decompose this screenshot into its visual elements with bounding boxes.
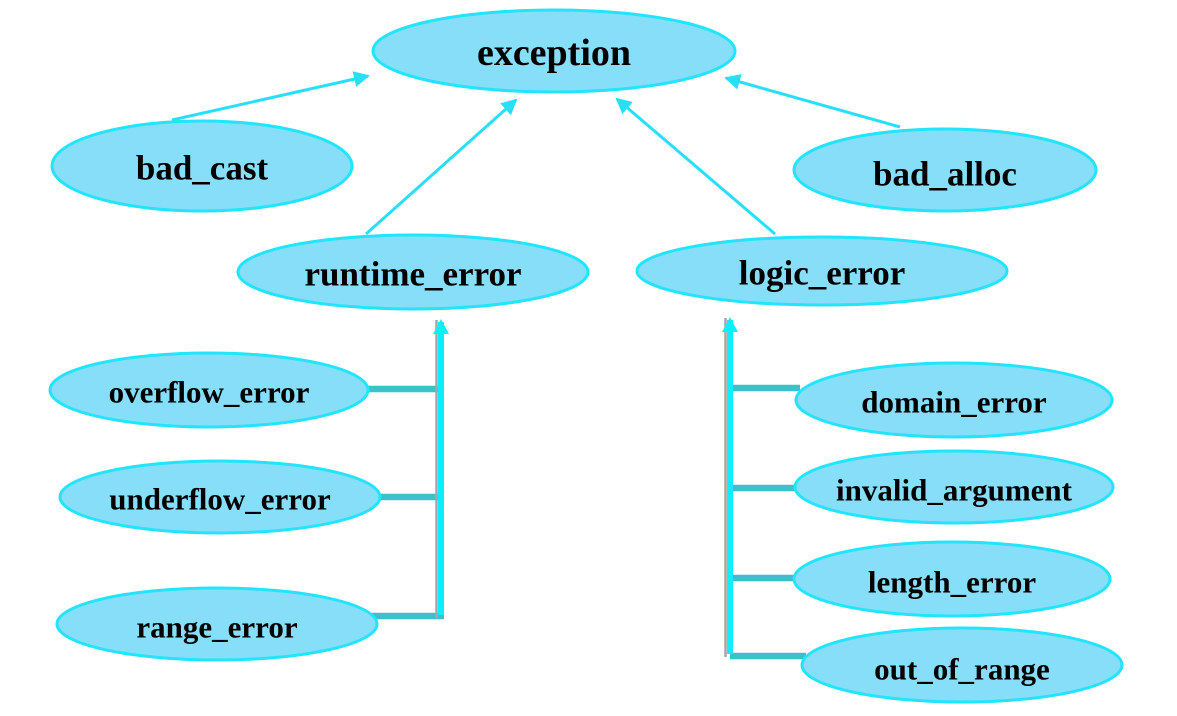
node-length-error: length_error (792, 540, 1112, 618)
node-logic-error: logic_error (635, 235, 1009, 307)
exception-ellipse (371, 8, 737, 94)
out-of-range-label: out_of_range (874, 652, 1050, 687)
domain-error-label: domain_error (861, 385, 1047, 420)
node-range-error: range_error (55, 586, 379, 662)
node-exception: exception (371, 8, 737, 94)
arrow-bad-cast-to-exception (171, 71, 370, 122)
node-out-of-range: out_of_range (800, 626, 1124, 704)
bad-alloc-label: bad_alloc (873, 155, 1017, 194)
bad-cast-label: bad_cast (136, 149, 269, 188)
out-of-range-ellipse (800, 626, 1124, 704)
underflow-error-ellipse (58, 459, 382, 535)
underflow-error-label: underflow_error (109, 482, 331, 517)
node-domain-error: domain_error (794, 361, 1114, 439)
invalid-argument-label: invalid_argument (836, 473, 1073, 508)
connector-lines (366, 384, 806, 660)
node-invalid-argument: invalid_argument (793, 449, 1115, 525)
range-error-label: range_error (136, 610, 297, 645)
bad-alloc-ellipse (792, 127, 1098, 213)
overflow-error-label: overflow_error (109, 375, 310, 410)
node-bad-cast: bad_cast (50, 119, 354, 213)
arrow-logic-error-to-exception (615, 97, 776, 236)
node-bad-alloc: bad_alloc (792, 127, 1098, 213)
bad-cast-ellipse (50, 119, 354, 213)
inheritance-arrows (171, 71, 901, 236)
arrow-runtime-error-to-exception (365, 98, 518, 236)
domain-error-ellipse (794, 361, 1114, 439)
range-error-ellipse (55, 586, 379, 662)
runtime-error-label: runtime_error (304, 255, 521, 294)
node-underflow-error: underflow_error (58, 459, 382, 535)
length-error-label: length_error (868, 565, 1036, 600)
trunk-shadows (435, 318, 727, 657)
runtime-error-ellipse (236, 233, 590, 311)
exception-label: exception (477, 32, 631, 74)
logic-error-ellipse (635, 235, 1009, 307)
length-error-ellipse (792, 540, 1112, 618)
overflow-error-ellipse (48, 351, 370, 429)
logic-error-label: logic_error (739, 254, 906, 293)
invalid-argument-ellipse (793, 449, 1115, 525)
nodes: exception bad_cast bad_alloc runtime_err… (48, 8, 1124, 704)
node-runtime-error: runtime_error (236, 233, 590, 311)
node-overflow-error: overflow_error (48, 351, 370, 429)
arrow-bad-alloc-to-exception (724, 74, 901, 129)
trunk-arrows (433, 317, 738, 654)
